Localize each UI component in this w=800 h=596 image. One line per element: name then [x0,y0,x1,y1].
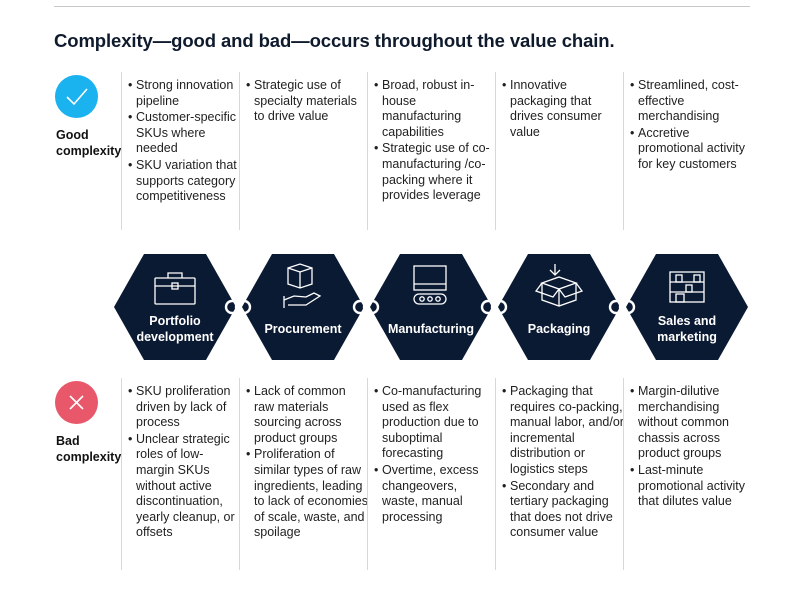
good-column-procurement: Strategic use of specialty materials to … [239,72,368,230]
list-item: Strong innovation pipeline [126,78,240,109]
bad-column-procurement: Lack of common raw materials sourcing ac… [239,378,368,570]
checkmark-icon [66,88,88,106]
good-column-manufacturing: Broad, robust in-house manufacturing cap… [367,72,496,230]
stage-label-line: Sales and [657,314,717,328]
conveyor-belt-icon [413,265,447,305]
good-complexity-label: Good complexity [56,127,121,159]
list-item: Strategic use of specialty materials to … [244,78,368,125]
stage-label-portfolio: Portfolio development [115,314,235,345]
stage-label-line: Packaging [527,322,591,336]
stage-label-line: Manufacturing [387,322,475,336]
list-item: SKU variation that supports category com… [126,158,240,205]
stage-label-line: development [136,329,214,344]
good-column-portfolio: Strong innovation pipeline Customer-spec… [121,72,240,230]
stage-label-line: Procurement [264,322,342,336]
list-item: Last-minute promotional activity that di… [628,463,748,510]
list-item: Secondary and tertiary packaging that do… [500,479,624,541]
list-item: Customer-specific SKUs where needed [126,110,240,157]
hexagon-procurement [242,254,364,360]
bad-badge [55,381,98,424]
bad-column-sales: Margin-dilutive merchandising without co… [623,378,748,570]
chain-link-icon [608,299,636,315]
chain-link-icon [352,299,380,315]
list-item: Proliferation of similar types of raw in… [244,447,368,541]
hexagon-packaging [498,254,620,360]
top-divider [54,6,750,7]
good-label-line2: complexity [56,144,122,158]
list-item: SKU proliferation driven by lack of proc… [126,384,240,431]
list-item: Broad, robust in-house manufacturing cap… [372,78,496,140]
stage-label-procurement: Procurement [243,322,363,338]
good-column-packaging: Innovative packaging that drives consume… [495,71,624,231]
stage-label-manufacturing: Manufacturing [371,322,491,338]
good-label-line1: Good [56,128,89,142]
briefcase-icon [154,272,196,305]
list-item: Co-manufacturing used as flex production… [372,384,496,462]
list-item: Packaging that requires co-packing, manu… [500,384,624,478]
open-box-icon [534,264,584,307]
bad-label-line1: Bad [56,434,80,448]
stage-label-packaging: Packaging [499,322,619,338]
stage-label-line: Portfolio [149,314,201,328]
hand-with-box-icon [283,263,322,308]
list-item: Accretive promotional activity for key c… [628,126,748,173]
bad-column-portfolio: SKU proliferation driven by lack of proc… [121,378,240,570]
list-item: Lack of common raw materials sourcing ac… [244,384,368,446]
page-title: Complexity—good and bad—occurs throughou… [54,30,615,51]
list-item: Streamlined, cost-effective merchandisin… [628,78,748,125]
list-item: Overtime, excess changeovers, waste, man… [372,463,496,525]
chain-link-icon [224,299,252,315]
stage-label-sales: Sales and marketing [627,314,747,345]
hexagon-manufacturing [370,254,492,360]
good-badge [55,75,98,118]
bad-column-packaging: Packaging that requires co-packing, manu… [495,378,624,570]
good-column-sales: Streamlined, cost-effective merchandisin… [623,72,748,230]
list-item: Margin-dilutive merchandising without co… [628,384,748,462]
store-icon [669,271,705,303]
bad-label-line2: complexity [56,450,122,464]
bad-complexity-label: Bad complexity [56,433,121,465]
bad-column-manufacturing: Co-manufacturing used as flex production… [367,377,496,571]
chain-link-icon [480,299,508,315]
list-item: Strategic use of co-manufacturing /co-pa… [372,141,496,203]
list-item: Innovative packaging that drives consume… [500,78,624,140]
list-item: Unclear strategic roles of low-margin SK… [126,432,240,541]
stage-label-line: marketing [657,329,717,344]
cross-icon [69,395,84,410]
